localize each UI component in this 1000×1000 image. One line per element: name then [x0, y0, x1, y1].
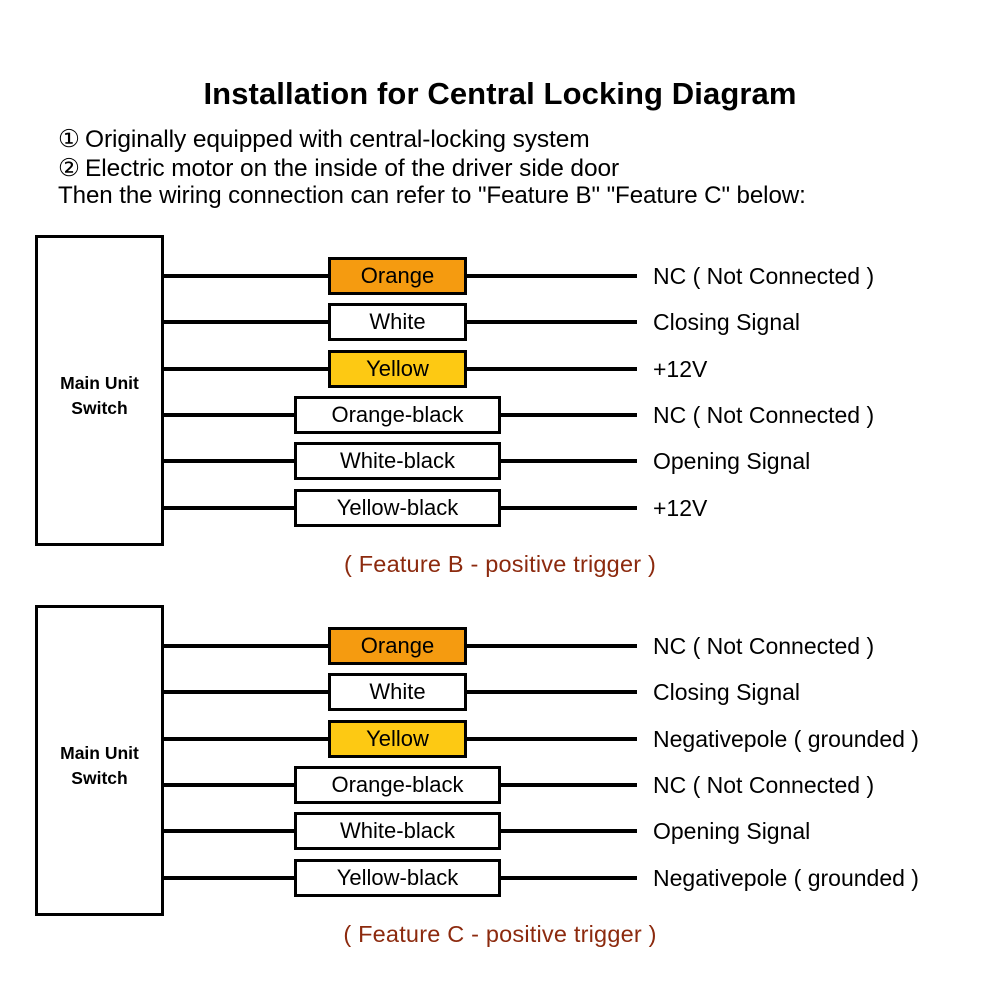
wire-line-left — [164, 783, 294, 787]
wire-line-left — [164, 274, 328, 278]
wire-line-right — [467, 690, 637, 694]
list-marker-2: ② — [58, 155, 80, 182]
wire-label-box: White-black — [294, 442, 501, 480]
header-note-3-text: Then the wiring connection can refer to … — [58, 182, 806, 209]
wire-label-box: Yellow-black — [294, 859, 501, 897]
wire-line-left — [164, 320, 328, 324]
wire-function-label: Closing Signal — [653, 309, 801, 335]
wire-function-label: +12V — [653, 495, 708, 521]
caption-feature-c: ( Feature C - positive trigger ) — [343, 921, 657, 947]
header-note-1-text: Originally equipped with central-locking… — [85, 126, 590, 153]
wire-label-box: Yellow — [328, 720, 467, 758]
wire-line-right — [501, 413, 637, 417]
wire-line-left — [164, 644, 328, 648]
main-unit-label-c-line2: Switch — [71, 768, 128, 788]
wire-function-label: Negativepole ( grounded ) — [653, 726, 919, 752]
header-note-3: Then the wiring connection can refer to … — [58, 182, 806, 210]
list-marker-1: ① — [58, 126, 80, 153]
main-unit-box-b: Main Unit Switch — [35, 235, 164, 546]
wire-label-box: Orange — [328, 627, 467, 665]
wire-line-right — [467, 644, 637, 648]
wire-label-box: Yellow — [328, 350, 467, 388]
wire-line-right — [501, 783, 637, 787]
wire-line-right — [467, 737, 637, 741]
wire-function-label: NC ( Not Connected ) — [653, 633, 875, 659]
main-unit-label-c-line1: Main Unit — [60, 743, 139, 763]
main-unit-label-b: Main Unit Switch — [38, 371, 161, 421]
main-unit-label-c: Main Unit Switch — [38, 741, 161, 791]
wire-line-right — [467, 274, 637, 278]
main-unit-label-b-line2: Switch — [71, 398, 128, 418]
wire-label-box: Yellow-black — [294, 489, 501, 527]
header-note-2-text: Electric motor on the inside of the driv… — [85, 155, 620, 182]
wire-line-left — [164, 690, 328, 694]
wire-line-right — [501, 506, 637, 510]
wire-line-right — [501, 829, 637, 833]
wire-label-box: White — [328, 303, 467, 341]
wire-line-left — [164, 737, 328, 741]
wire-label-box: White-black — [294, 812, 501, 850]
wire-function-label: +12V — [653, 356, 708, 382]
wire-line-right — [467, 367, 637, 371]
wire-line-right — [501, 876, 637, 880]
wire-line-left — [164, 506, 294, 510]
wire-function-label: Opening Signal — [653, 448, 811, 474]
wire-function-label: Negativepole ( grounded ) — [653, 865, 919, 891]
wire-label-box: Orange — [328, 257, 467, 295]
main-unit-box-c: Main Unit Switch — [35, 605, 164, 916]
wire-function-label: NC ( Not Connected ) — [653, 772, 875, 798]
wire-line-right — [467, 320, 637, 324]
wire-function-label: NC ( Not Connected ) — [653, 402, 875, 428]
wire-label-box: Orange-black — [294, 396, 501, 434]
wire-label-box: White — [328, 673, 467, 711]
wire-function-label: Closing Signal — [653, 679, 801, 705]
wire-line-right — [501, 459, 637, 463]
wire-label-box: Orange-black — [294, 766, 501, 804]
wire-line-left — [164, 367, 328, 371]
main-unit-label-b-line1: Main Unit — [60, 373, 139, 393]
wire-line-left — [164, 876, 294, 880]
page-title: Installation for Central Locking Diagram — [203, 76, 797, 111]
caption-feature-b: ( Feature B - positive trigger ) — [343, 551, 656, 577]
wire-line-left — [164, 459, 294, 463]
wire-function-label: Opening Signal — [653, 818, 811, 844]
wire-function-label: NC ( Not Connected ) — [653, 263, 875, 289]
wire-line-left — [164, 413, 294, 417]
wire-line-left — [164, 829, 294, 833]
